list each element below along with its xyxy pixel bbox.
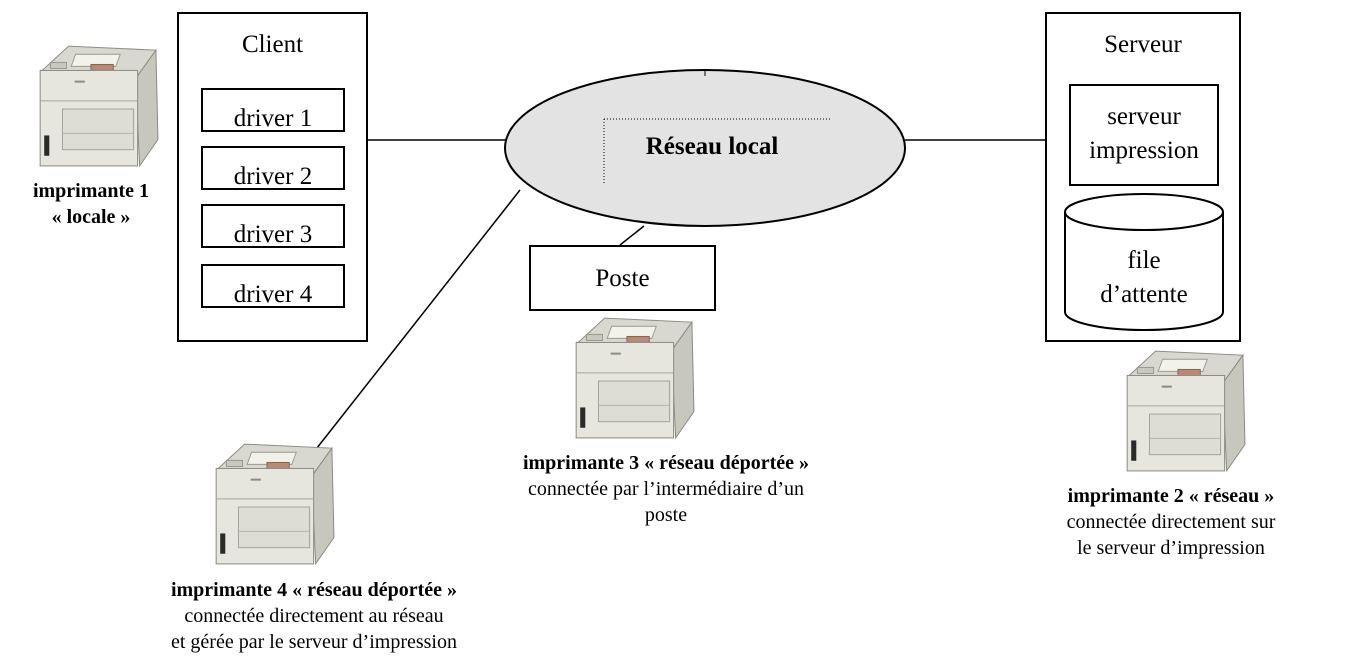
server-box: Serveur serveur impression file d’attent… xyxy=(1045,12,1241,342)
queue-line1: file xyxy=(1127,247,1161,274)
server-title: Serveur xyxy=(1104,31,1182,58)
driver-4-box: driver 4 xyxy=(201,264,345,308)
queue-line2: d’attente xyxy=(1100,281,1188,308)
printer-1-title: imprimante 1 xyxy=(32,180,150,202)
printer-2-heading: imprimante 2 « réseau » xyxy=(1067,485,1275,507)
printer-2-desc-1: connectée directement sur xyxy=(1066,511,1276,533)
queue-cylinder xyxy=(1064,193,1224,331)
printer-2-desc-2: le serveur d’impression xyxy=(1077,537,1265,559)
client-title: Client xyxy=(241,31,304,58)
client-box: Client driver 1 driver 2 driver 3 driver… xyxy=(177,12,368,342)
network-poste-link xyxy=(619,225,645,246)
poste-title: Poste xyxy=(595,265,650,292)
driver-3-box: driver 3 xyxy=(201,204,345,248)
printer-1-caption: imprimante 1 « locale » xyxy=(0,178,182,230)
printer-1-type: « locale » xyxy=(51,206,131,228)
print-server-line2: impression xyxy=(1089,137,1199,164)
printer-1-icon xyxy=(30,40,162,172)
printer-4-desc-1: connectée directement au réseau xyxy=(184,605,444,627)
queue-label: file d’attente xyxy=(1063,244,1225,312)
printer-4-caption: imprimante 4 « réseau déportée » connect… xyxy=(104,577,524,655)
poste-box: Poste xyxy=(529,245,716,311)
print-server-line1: serveur xyxy=(1107,103,1181,130)
printer-3-heading: imprimante 3 « réseau déportée » xyxy=(522,452,810,474)
printer-3-desc-2: poste xyxy=(644,504,688,526)
printer-4-heading: imprimante 4 « réseau déportée » xyxy=(170,579,458,601)
printer-4-icon xyxy=(206,438,338,570)
printer-3-caption: imprimante 3 « réseau déportée » connect… xyxy=(456,450,876,528)
print-server-box: serveur impression xyxy=(1069,84,1219,186)
driver-2-box: driver 2 xyxy=(201,146,345,190)
printer-2-icon xyxy=(1117,345,1249,477)
printer-4-desc-2: et gérée par le serveur d’impression xyxy=(171,631,457,653)
printer-3-desc-1: connectée par l’intermédiaire d’un xyxy=(528,478,804,500)
network-printer4-link xyxy=(312,189,521,454)
printer-2-caption: imprimante 2 « réseau » connectée direct… xyxy=(1026,483,1316,561)
printer-3-icon xyxy=(566,312,698,444)
driver-1-box: driver 1 xyxy=(201,88,345,132)
network-label: Réseau local xyxy=(645,133,779,160)
